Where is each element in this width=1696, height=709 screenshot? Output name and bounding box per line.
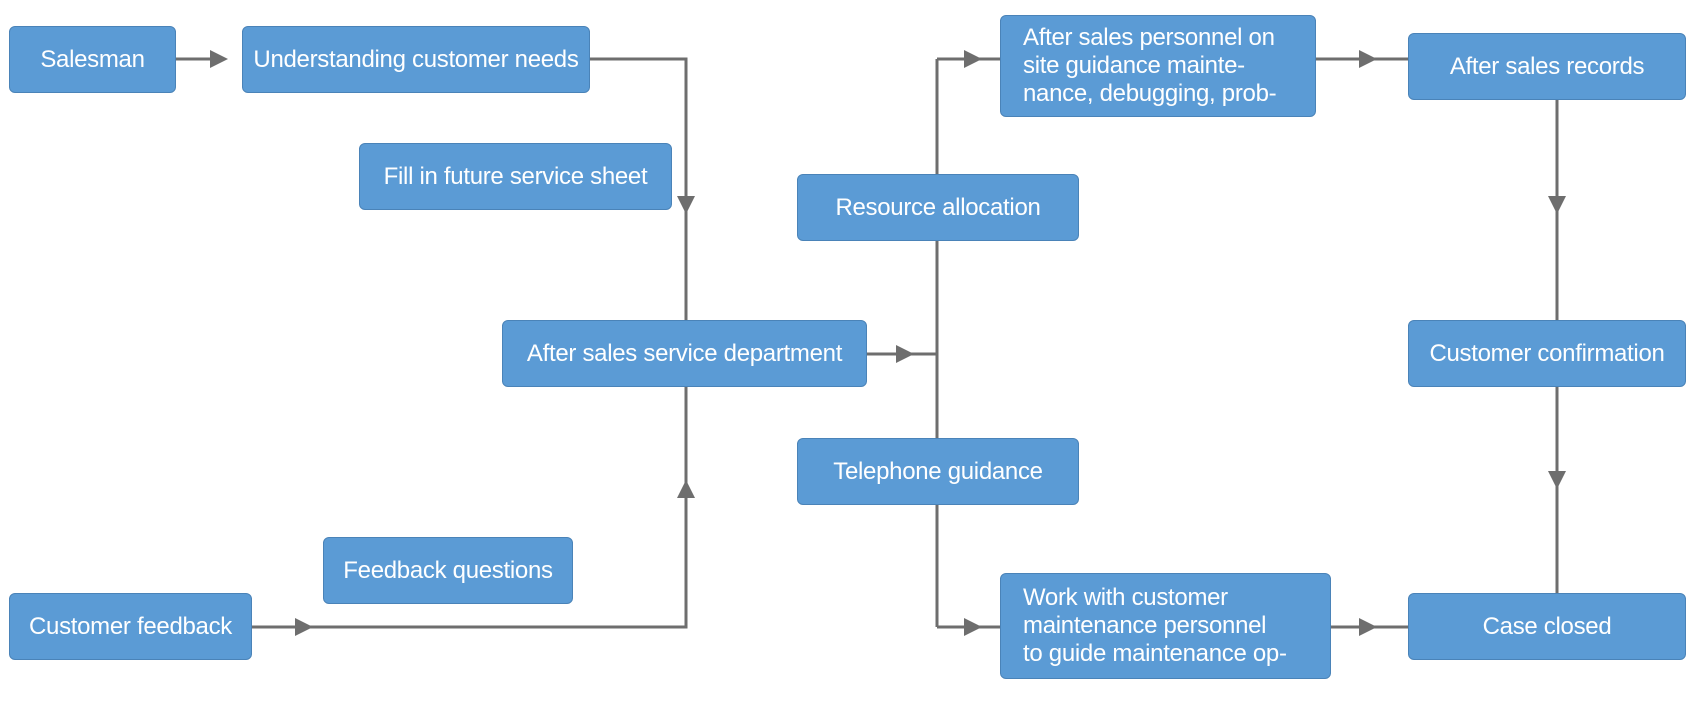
arrow-head <box>295 618 313 636</box>
arrow-head <box>1359 618 1377 636</box>
connector-feedback-to-department <box>252 387 688 629</box>
node-label: Understanding customer needs <box>253 45 579 73</box>
node-after-sales-service-department[interactable]: After sales service department <box>502 320 867 387</box>
node-label: Salesman <box>40 45 145 73</box>
node-work-with-customer-maintenance[interactable]: Work with customer maintenance personnel… <box>1000 573 1331 679</box>
node-after-sales-records[interactable]: After sales records <box>1408 33 1686 100</box>
arrow-head <box>1359 50 1377 68</box>
connector-understanding-to-department <box>590 57 688 320</box>
node-salesman[interactable]: Salesman <box>9 26 176 93</box>
node-customer-confirmation[interactable]: Customer confirmation <box>1408 320 1686 387</box>
node-label: Fill in future service sheet <box>383 162 648 190</box>
arrow-head <box>677 480 695 498</box>
node-label: Case closed <box>1482 612 1612 640</box>
node-label: After sales records <box>1449 52 1645 80</box>
node-understanding-customer-needs[interactable]: Understanding customer needs <box>242 26 590 93</box>
node-resource-allocation[interactable]: Resource allocation <box>797 174 1079 241</box>
node-customer-feedback[interactable]: Customer feedback <box>9 593 252 660</box>
arrow-head <box>964 50 982 68</box>
node-telephone-guidance[interactable]: Telephone guidance <box>797 438 1079 505</box>
arrow-head <box>677 196 695 214</box>
node-label: After sales personnel on site guidance m… <box>1023 24 1277 107</box>
node-fill-in-future-service-sheet[interactable]: Fill in future service sheet <box>359 143 672 210</box>
node-feedback-questions[interactable]: Feedback questions <box>323 537 573 604</box>
arrow-head <box>896 345 914 363</box>
node-after-sales-personnel-on-site[interactable]: After sales personnel on site guidance m… <box>1000 15 1316 117</box>
arrow-head <box>210 50 228 68</box>
node-label: After sales service department <box>526 339 843 367</box>
arrow-head <box>1548 471 1566 489</box>
node-label: Telephone guidance <box>833 457 1043 485</box>
node-case-closed[interactable]: Case closed <box>1408 593 1686 660</box>
arrow-head <box>1548 196 1566 214</box>
node-label: Work with customer maintenance personnel… <box>1023 584 1287 667</box>
node-label: Feedback questions <box>343 556 553 584</box>
node-label: Customer confirmation <box>1429 339 1665 367</box>
node-label: Customer feedback <box>28 612 232 640</box>
node-label: Resource allocation <box>835 193 1041 221</box>
arrow-head <box>964 618 982 636</box>
